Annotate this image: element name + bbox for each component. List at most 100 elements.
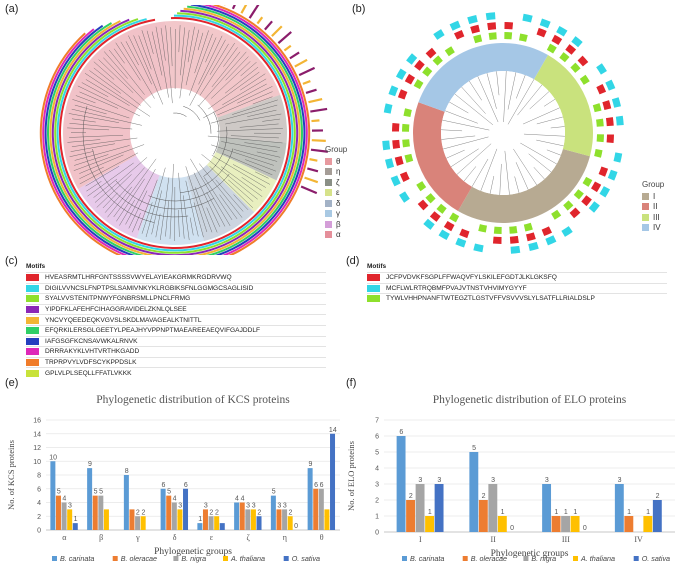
legend-label: II (653, 202, 658, 212)
x-tick-label: γ (135, 533, 140, 542)
bar (166, 495, 172, 530)
motif-sequence: DRRRAKYKLVHTVRTHKGADD (45, 348, 140, 356)
legend-label: O. sativa (642, 554, 670, 563)
tree-branch (546, 149, 561, 156)
motif-sequence: GPLVLPLSEQLLFFATLVKKK (45, 369, 132, 377)
bar (234, 502, 240, 530)
bar (214, 516, 220, 530)
motif-block (383, 103, 393, 114)
tree-branch (208, 71, 260, 110)
data-label: 1 (573, 509, 577, 516)
tree-branch (477, 76, 499, 123)
motif-spike (309, 158, 318, 162)
tree-branch (180, 27, 185, 76)
bar (239, 502, 245, 530)
clade-sector (458, 149, 590, 224)
tree-branch (92, 148, 189, 218)
legend-label: ζ (336, 177, 340, 187)
x-tick-label: III (562, 535, 570, 544)
tree-branch (113, 48, 125, 64)
bar (140, 516, 146, 530)
x-tick-label: β (99, 533, 103, 542)
tree-branch (210, 104, 278, 124)
motif-block (561, 226, 573, 237)
motif-color-swatch (367, 284, 380, 292)
tree-branch (103, 51, 128, 79)
bar (245, 509, 251, 530)
legend-swatch (633, 556, 639, 561)
tree-branch (450, 148, 479, 167)
motif-spike (277, 31, 292, 44)
data-label: 4 (241, 496, 245, 503)
tree-branch (515, 162, 529, 190)
motif-block (577, 55, 589, 67)
y-tick-label: 1 (375, 514, 379, 521)
data-label: 3 (437, 477, 441, 484)
data-label: 1 (198, 516, 202, 523)
tree-branch (178, 172, 185, 239)
tree-branch (449, 101, 469, 114)
motif-list-title: Motifs (367, 263, 387, 270)
motif-block (470, 24, 480, 34)
bar (324, 509, 330, 530)
tree-branch (173, 112, 187, 117)
tree-branch (489, 175, 495, 194)
motif-block (433, 29, 445, 40)
data-label: 3 (252, 502, 256, 509)
motif-block (416, 181, 427, 192)
motif-block (444, 46, 455, 57)
tree-branch (82, 106, 155, 223)
motif-sequence: JCFPVDVKFSGPLFFWAQVFYLSKILEFGDTJLKLGKSFQ (386, 274, 557, 282)
legend-item: III (642, 212, 664, 223)
motif-block (438, 229, 450, 241)
motif-spike (311, 139, 326, 143)
motif-spike (311, 119, 320, 123)
motif-block (582, 176, 593, 187)
data-label: 1 (501, 509, 505, 516)
motif-block (569, 207, 581, 219)
tree-branch (94, 157, 148, 203)
motif-block (510, 245, 521, 254)
panel-label-a: (a) (5, 3, 19, 15)
motif-block (425, 47, 437, 59)
tree-branch (120, 41, 155, 99)
legend-label: A. thaliana (580, 554, 615, 563)
tree-branch (520, 142, 557, 165)
tree-branch (244, 142, 281, 148)
motif-block (591, 181, 602, 193)
tree-branch (155, 213, 161, 238)
bar (330, 433, 336, 530)
tree-branch (203, 177, 233, 221)
tree-branch (70, 143, 115, 152)
data-label: 2 (209, 509, 213, 516)
tree-branch (85, 166, 120, 187)
bar (307, 468, 313, 530)
tree-branch (73, 144, 145, 171)
tree-branch (517, 84, 543, 116)
motif-row: TRPRPVYLVDFSCYKPPDSLK (26, 356, 326, 368)
tree-branch (189, 217, 194, 236)
legend-item: I (642, 191, 664, 202)
motif-list-elo: Motifs JCFPVDVKFSGPLFFWAQVFYLSKILEFGDTJL… (367, 263, 667, 304)
y-tick-label: 6 (37, 486, 41, 493)
motif-block (563, 200, 574, 211)
motif-block (596, 83, 607, 95)
motif-block (449, 20, 461, 31)
tree-branch (141, 202, 153, 234)
data-label: 2 (136, 509, 140, 516)
y-tick-label: 14 (33, 431, 41, 438)
motif-block (459, 228, 470, 239)
y-tick-label: 0 (375, 530, 379, 537)
motif-block (443, 221, 455, 232)
tree-branch (206, 191, 226, 227)
bar (652, 500, 662, 532)
data-label: 0 (583, 525, 587, 532)
bar (488, 484, 498, 532)
tree-branch (125, 41, 139, 66)
legend-item: α (325, 230, 347, 241)
legend-label: η (336, 167, 341, 177)
y-tick-label: 5 (375, 450, 379, 457)
bar (313, 488, 319, 530)
legend-label: B. carinata (60, 554, 94, 563)
tree-branch (247, 109, 277, 117)
